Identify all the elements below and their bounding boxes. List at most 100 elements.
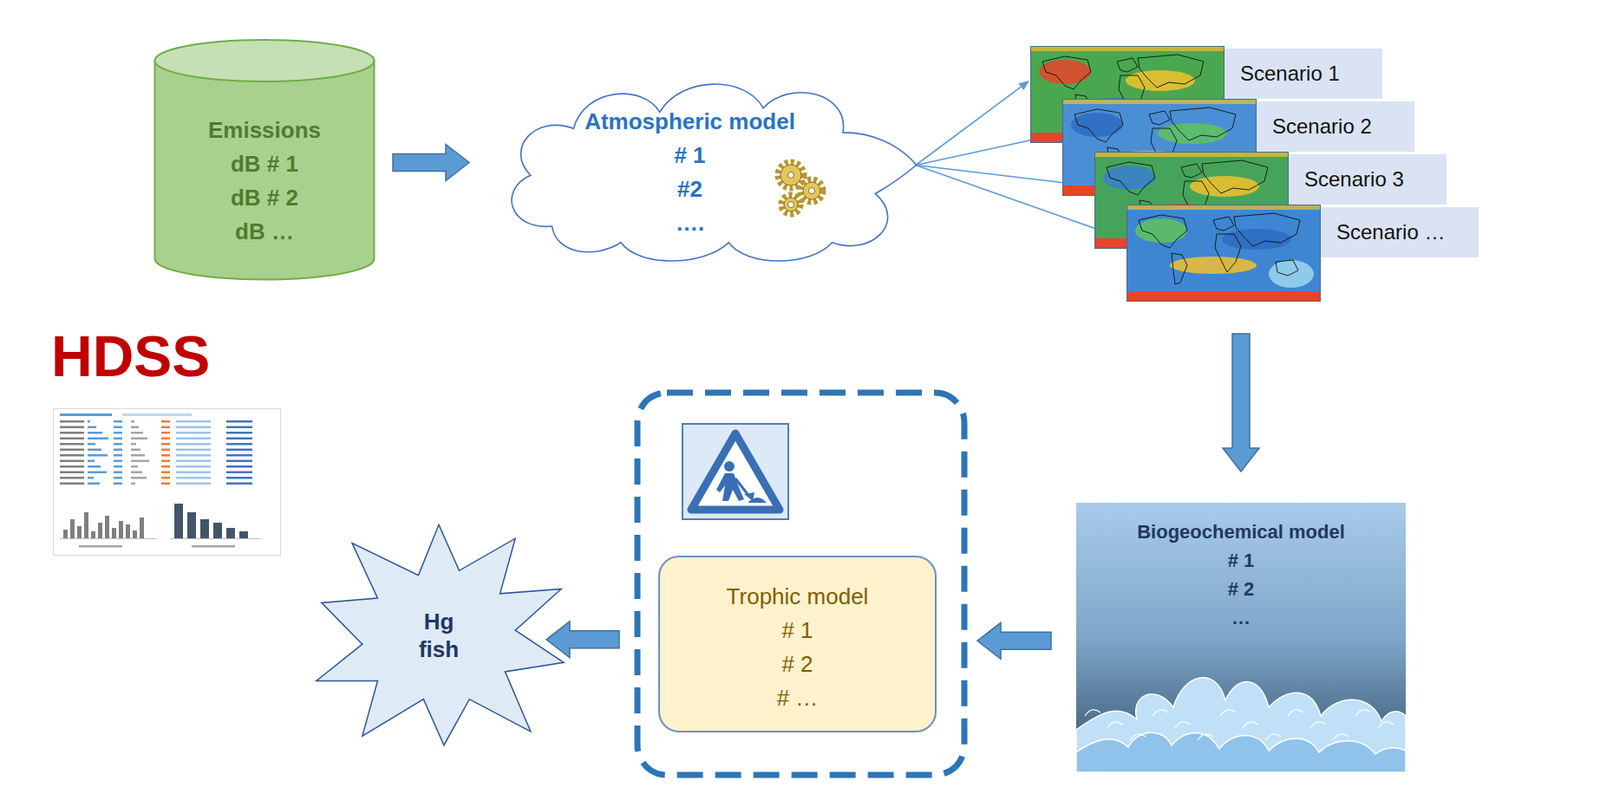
gear-teeth <box>777 162 804 189</box>
thumb-bar <box>87 476 94 480</box>
thumb-chart-bar <box>91 531 96 539</box>
thumb-cell <box>176 431 211 435</box>
thumb-chart-bar <box>97 522 103 539</box>
thumb-cell <box>226 443 253 446</box>
thumb-cell <box>113 483 123 486</box>
thumb-row <box>59 483 85 486</box>
thumb-row <box>59 449 85 452</box>
thumb-bar <box>130 483 136 486</box>
dashed-outline <box>637 392 965 776</box>
thumb-cell <box>113 431 123 435</box>
thumb-head <box>122 413 192 417</box>
scenario-label: Scenario 1 <box>1240 48 1340 99</box>
thumb-axis <box>169 538 262 540</box>
scenario-label-box: Scenario … <box>1320 207 1479 258</box>
thumb-cell <box>226 460 253 464</box>
continent-outline <box>1201 160 1268 194</box>
thumb-cell <box>161 476 170 480</box>
scenario-label: Scenario … <box>1336 207 1445 258</box>
scenario-label: Scenario 3 <box>1304 154 1405 205</box>
thumb-cell <box>113 449 123 452</box>
text-column: EmissionsdB # 1dB # 2dB … <box>153 39 376 281</box>
arrowhead <box>1018 80 1030 91</box>
thumb-row <box>59 460 85 464</box>
cloud-outline <box>511 84 916 262</box>
troph-text: # 1 <box>781 613 813 648</box>
thumb-bar <box>130 420 135 424</box>
fish-shape <box>311 520 567 751</box>
thumb-row <box>59 431 85 435</box>
thumb-chart-bar <box>239 531 249 539</box>
fan-line <box>915 165 1117 237</box>
cloud-node: Atmospheric model# 1#2…. <box>487 63 919 268</box>
troph-text: # … <box>777 681 819 716</box>
thumb-bar <box>130 465 138 469</box>
map-field <box>1169 256 1257 275</box>
thumb-cell <box>226 426 253 430</box>
thumb-cell <box>113 465 123 469</box>
thumb-cell <box>113 471 123 475</box>
map-field <box>1125 70 1196 92</box>
continent-outline <box>1275 260 1299 276</box>
troph-text: Trophic model <box>726 580 869 614</box>
continent-outline <box>1234 213 1300 247</box>
block-arrow <box>392 144 470 182</box>
thumb-cell <box>226 437 253 441</box>
wave-crest <box>1355 710 1372 717</box>
fan-arrow <box>915 165 1126 241</box>
gear-hub <box>788 202 795 209</box>
thumb-bar <box>87 483 100 486</box>
continent-outline <box>1074 109 1124 143</box>
gear-teeth <box>781 195 801 215</box>
thumb-bar <box>87 437 109 441</box>
wave-crest <box>1310 722 1326 729</box>
continent-outline <box>1181 163 1202 178</box>
cyl-text: dB # 2 <box>230 181 299 216</box>
arrowhead <box>1050 131 1062 141</box>
thumb-cell <box>161 426 170 430</box>
map-ground <box>1126 204 1321 302</box>
thumb-cell <box>176 437 211 441</box>
thumb-chart-bar <box>226 528 236 539</box>
thumb-row <box>59 420 85 424</box>
thumb-bar <box>87 443 96 446</box>
scenario-node: Scenario … <box>1126 204 1479 302</box>
thumb-cell <box>226 431 253 435</box>
gears-icon <box>770 152 831 223</box>
block-arrow-shape <box>1222 333 1260 472</box>
thumb-cell <box>113 426 123 430</box>
scenario-label-box: Scenario 3 <box>1288 154 1447 205</box>
thumb-bar <box>130 426 139 430</box>
thumb-bar <box>130 437 148 441</box>
bio-text: # 1 <box>1227 546 1255 575</box>
thumb-cell <box>176 465 211 469</box>
thumb-caption <box>191 545 236 549</box>
scenario-label-box: Scenario 2 <box>1256 101 1415 152</box>
wave-crest <box>1332 734 1349 741</box>
thumb-cell <box>226 476 253 480</box>
thumb-chart-bar <box>174 503 183 539</box>
thumb-chart-bar <box>187 512 196 539</box>
scenario-label: Scenario 2 <box>1272 101 1372 152</box>
cylinder-body <box>155 59 375 281</box>
thumb-cell <box>226 454 253 458</box>
fan-line <box>915 165 1084 186</box>
wave-crest <box>1129 734 1146 741</box>
thumb-row <box>59 476 85 480</box>
thumb-row <box>59 471 85 475</box>
text-column: Hg fish <box>311 520 567 751</box>
fan-arrow <box>915 165 1094 190</box>
cloud-text: …. <box>675 206 705 241</box>
thumb-bar <box>130 454 145 458</box>
wave-crest <box>1107 722 1124 729</box>
thumb-bar <box>87 471 107 475</box>
fan-arrow <box>915 131 1062 166</box>
thumb-cell <box>161 449 170 452</box>
continent-outline <box>1169 107 1236 141</box>
thumb-bar <box>87 420 91 424</box>
region-outline <box>10 5 1599 791</box>
gear-wheel <box>803 182 821 200</box>
gear-hub <box>809 188 816 195</box>
continent-outline <box>1213 216 1235 231</box>
thumb-cell <box>226 483 253 486</box>
